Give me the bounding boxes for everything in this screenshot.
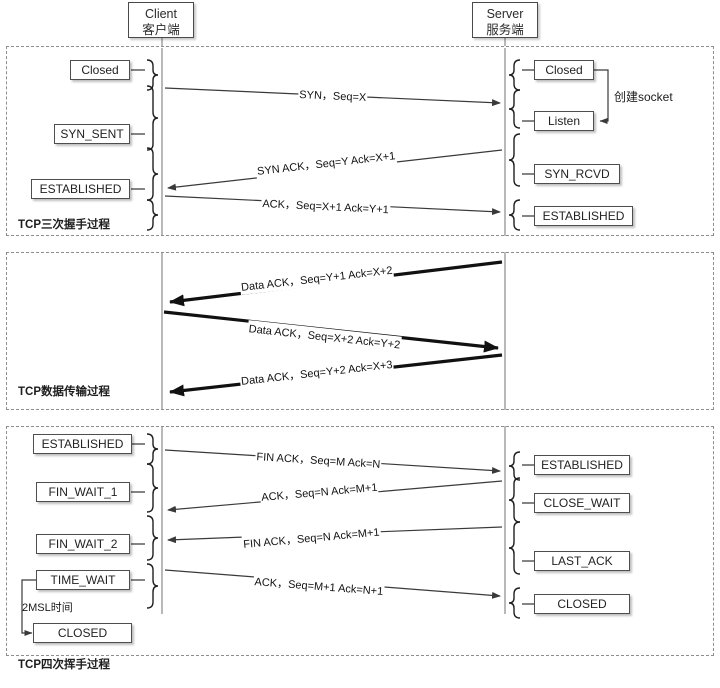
state-server-established-s1: ESTABLISHED (534, 206, 633, 226)
annotation-create-socket: 创建socket (614, 90, 673, 104)
state-server-closed: Closed (534, 60, 594, 80)
endpoint-server-en: Server (486, 7, 524, 21)
state-client-time-wait: TIME_WAIT (36, 570, 130, 590)
state-server-closed-s3: CLOSED (534, 594, 630, 614)
state-client-closed-s3: CLOSED (33, 623, 132, 643)
state-server-last-ack: LAST_ACK (534, 551, 630, 571)
state-client-established-s3: ESTABLISHED (33, 434, 132, 454)
panel-teardown-title: TCP四次挥手过程 (18, 659, 110, 671)
state-server-syn-rcvd: SYN_RCVD (534, 164, 620, 184)
panel-handshake (6, 46, 714, 236)
endpoint-header-client: Client 客户端 (128, 2, 194, 38)
state-server-close-wait: CLOSE_WAIT (534, 493, 630, 513)
state-server-established-s3: ESTABLISHED (534, 455, 630, 475)
annotation-2msl: 2MSL时间 (22, 602, 73, 614)
state-client-syn-sent: SYN_SENT (54, 124, 130, 144)
panel-handshake-title: TCP三次握手过程 (18, 219, 110, 231)
panel-teardown (6, 426, 714, 656)
endpoint-client-zh: 客户端 (142, 23, 180, 37)
panel-data-transfer (6, 252, 714, 410)
state-client-established-s1: ESTABLISHED (31, 179, 130, 199)
endpoint-header-server: Server 服务端 (472, 2, 538, 38)
state-client-fin-wait-1: FIN_WAIT_1 (36, 482, 130, 502)
state-server-listen: Listen (534, 111, 594, 131)
endpoint-server-zh: 服务端 (486, 23, 524, 37)
state-client-fin-wait-2: FIN_WAIT_2 (36, 534, 130, 554)
panel-data-transfer-title: TCP数据传输过程 (18, 386, 110, 398)
msg-label-syn: SYN，Seq=X (298, 86, 368, 106)
state-client-closed: Closed (70, 60, 130, 80)
endpoint-client-en: Client (145, 7, 177, 21)
